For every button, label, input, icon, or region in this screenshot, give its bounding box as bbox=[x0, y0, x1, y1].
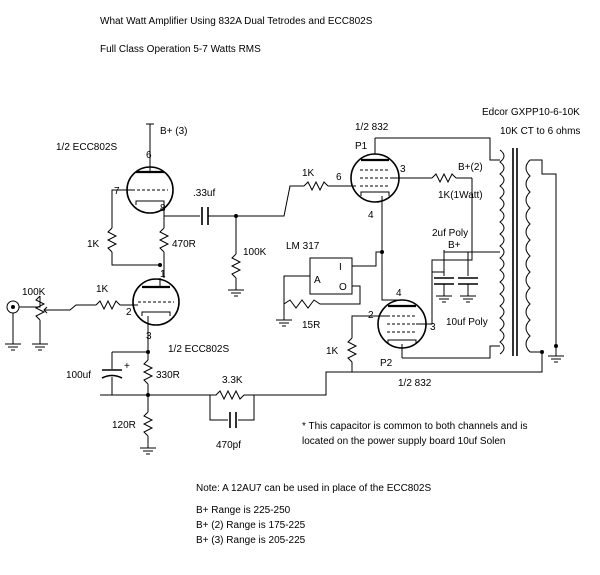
r-100k-grid-label: 100K bbox=[243, 247, 267, 258]
svg-text:+: + bbox=[124, 361, 130, 372]
lm317-label: LM 317 bbox=[286, 241, 320, 252]
c-2uf-label: 2uf Poly bbox=[432, 228, 468, 239]
b-plus-3-range: B+ (3) Range is 205-225 bbox=[196, 535, 306, 546]
r-3-3k-label: 3.3K bbox=[222, 375, 243, 386]
capacitor-2uf-poly bbox=[434, 250, 454, 296]
c-100uf-label: 100uf bbox=[66, 370, 91, 381]
p2-screen-pin: 3 bbox=[430, 322, 436, 333]
resistor-1k-v1-grid bbox=[106, 227, 118, 253]
ground-icon bbox=[460, 295, 476, 303]
r-330r-label: 330R bbox=[156, 370, 180, 381]
c-033-label: .33uf bbox=[193, 188, 215, 199]
p2-cathode-pin: 4 bbox=[396, 288, 402, 299]
r-1k-input-label: 1K bbox=[96, 284, 109, 295]
p1-grid-pin: 6 bbox=[336, 172, 342, 183]
input-jack-icon bbox=[6, 300, 20, 314]
v2-cathode-pin: 3 bbox=[146, 331, 152, 342]
capacitor-note-line2: located on the power supply board 10uf S… bbox=[302, 436, 505, 447]
ground-icon bbox=[140, 447, 156, 455]
resistor-120r bbox=[142, 411, 154, 437]
r-120r-label: 120R bbox=[112, 420, 136, 431]
output-transformer bbox=[499, 148, 531, 356]
v2-grid-pin: 2 bbox=[126, 307, 132, 318]
v2-plate-pin: 1 bbox=[160, 269, 166, 280]
ground-icon bbox=[436, 295, 452, 303]
substitution-note: Note: A 12AU7 can be used in place of th… bbox=[196, 483, 431, 494]
p2-label: P2 bbox=[380, 358, 393, 369]
capacitor-100uf: + bbox=[101, 352, 130, 395]
p1-tube-label: 1/2 832 bbox=[355, 122, 389, 133]
b-plus-3-label: B+ (3) bbox=[160, 126, 188, 137]
b-plus-range: B+ Range is 225-250 bbox=[196, 505, 291, 516]
tube-v1-upper bbox=[126, 160, 174, 214]
resistor-330r bbox=[142, 359, 154, 385]
ground-icon bbox=[548, 355, 564, 363]
v1-plate-pin: 6 bbox=[146, 150, 152, 161]
transformer-model: Edcor GXPP10-6-10K bbox=[482, 107, 580, 118]
schematic-subtitle: Full Class Operation 5-7 Watts RMS bbox=[100, 44, 261, 55]
resistor-100k-grid bbox=[230, 253, 242, 279]
v1-cathode-pin: 8 bbox=[160, 203, 166, 214]
resistor-470r bbox=[158, 227, 170, 253]
r-1k-1watt-label: 1K(1Watt) bbox=[438, 190, 483, 201]
lm317-adj-label: A bbox=[314, 275, 321, 286]
resistor-3-3k bbox=[210, 389, 254, 401]
lm317-in-label: I bbox=[339, 262, 342, 273]
v1-grid-pin: 7 bbox=[114, 186, 120, 197]
tube-v2-lower bbox=[132, 278, 180, 326]
ground-icon bbox=[228, 289, 244, 297]
tube-v2-label: 1/2 ECC802S bbox=[168, 344, 229, 355]
c-10uf-poly-label: 10uf Poly bbox=[446, 317, 488, 328]
potentiometer-100k bbox=[34, 295, 52, 321]
b-plus-label: B+ bbox=[448, 240, 461, 251]
resistor-15r bbox=[283, 299, 330, 309]
p1-label: P1 bbox=[355, 141, 368, 152]
ground-icon bbox=[276, 319, 292, 327]
p1-cathode-pin: 4 bbox=[368, 210, 374, 221]
r-1k-p2-label: 1K bbox=[326, 346, 339, 357]
tube-v1-label: 1/2 ECC802S bbox=[56, 142, 117, 153]
resistor-1k-p1-grid bbox=[303, 180, 329, 192]
r-1k-p1-grid-label: 1K bbox=[302, 168, 315, 179]
resistor-1k-input bbox=[95, 299, 121, 311]
ground-icon bbox=[32, 343, 48, 351]
c-470pf-label: 470pf bbox=[216, 440, 241, 451]
transformer-spec: 10K CT to 6 ohms bbox=[500, 126, 580, 137]
ground-icon bbox=[5, 343, 21, 351]
capacitor-note-line1: * This capacitor is common to both chann… bbox=[302, 421, 528, 432]
lm317-out-label: O bbox=[339, 282, 347, 293]
b-plus-2-range: B+ (2) Range is 175-225 bbox=[196, 520, 306, 531]
schematic-title: What Watt Amplifier Using 832A Dual Tetr… bbox=[100, 16, 373, 27]
p1-screen-pin: 3 bbox=[400, 164, 406, 175]
p2-tube-label: 1/2 832 bbox=[398, 378, 432, 389]
b-plus-2-label: B+(2) bbox=[458, 162, 483, 173]
r-15r-label: 15R bbox=[302, 320, 320, 331]
pot-100k-label: 100K bbox=[22, 287, 46, 298]
resistor-1k-p2-grid bbox=[346, 337, 358, 363]
r-1k-v1-grid-label: 1K bbox=[87, 239, 100, 250]
r-470r-label: 470R bbox=[172, 239, 196, 250]
resistor-1k-1watt bbox=[431, 172, 457, 184]
